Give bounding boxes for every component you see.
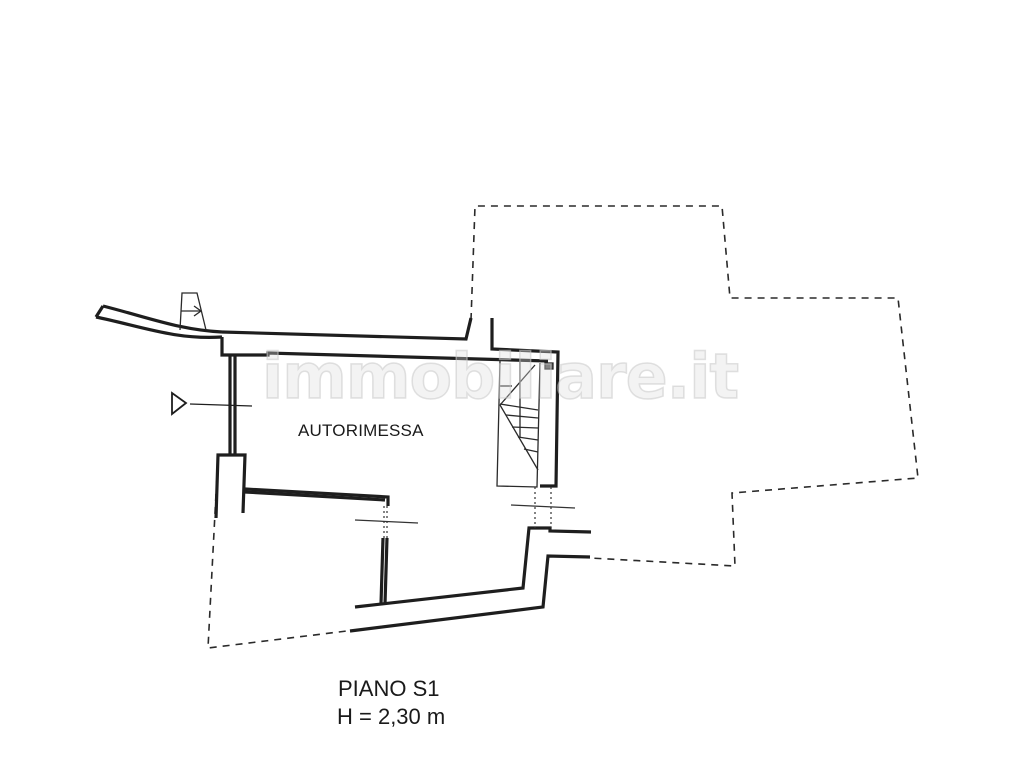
watermark: immobiliare.it bbox=[261, 339, 740, 414]
dashed-footprint bbox=[207, 205, 919, 649]
walls bbox=[94, 304, 592, 633]
floor-name: PIANO S1 bbox=[338, 676, 440, 701]
ramp-arrow-icon bbox=[179, 292, 207, 331]
section-lines bbox=[354, 487, 576, 538]
stairs-icon bbox=[496, 360, 554, 488]
room-label-autorimessa: AUTORIMESSA bbox=[298, 421, 424, 440]
entrance-marker-icon bbox=[171, 391, 253, 416]
floor-height: H = 2,30 m bbox=[337, 704, 446, 729]
